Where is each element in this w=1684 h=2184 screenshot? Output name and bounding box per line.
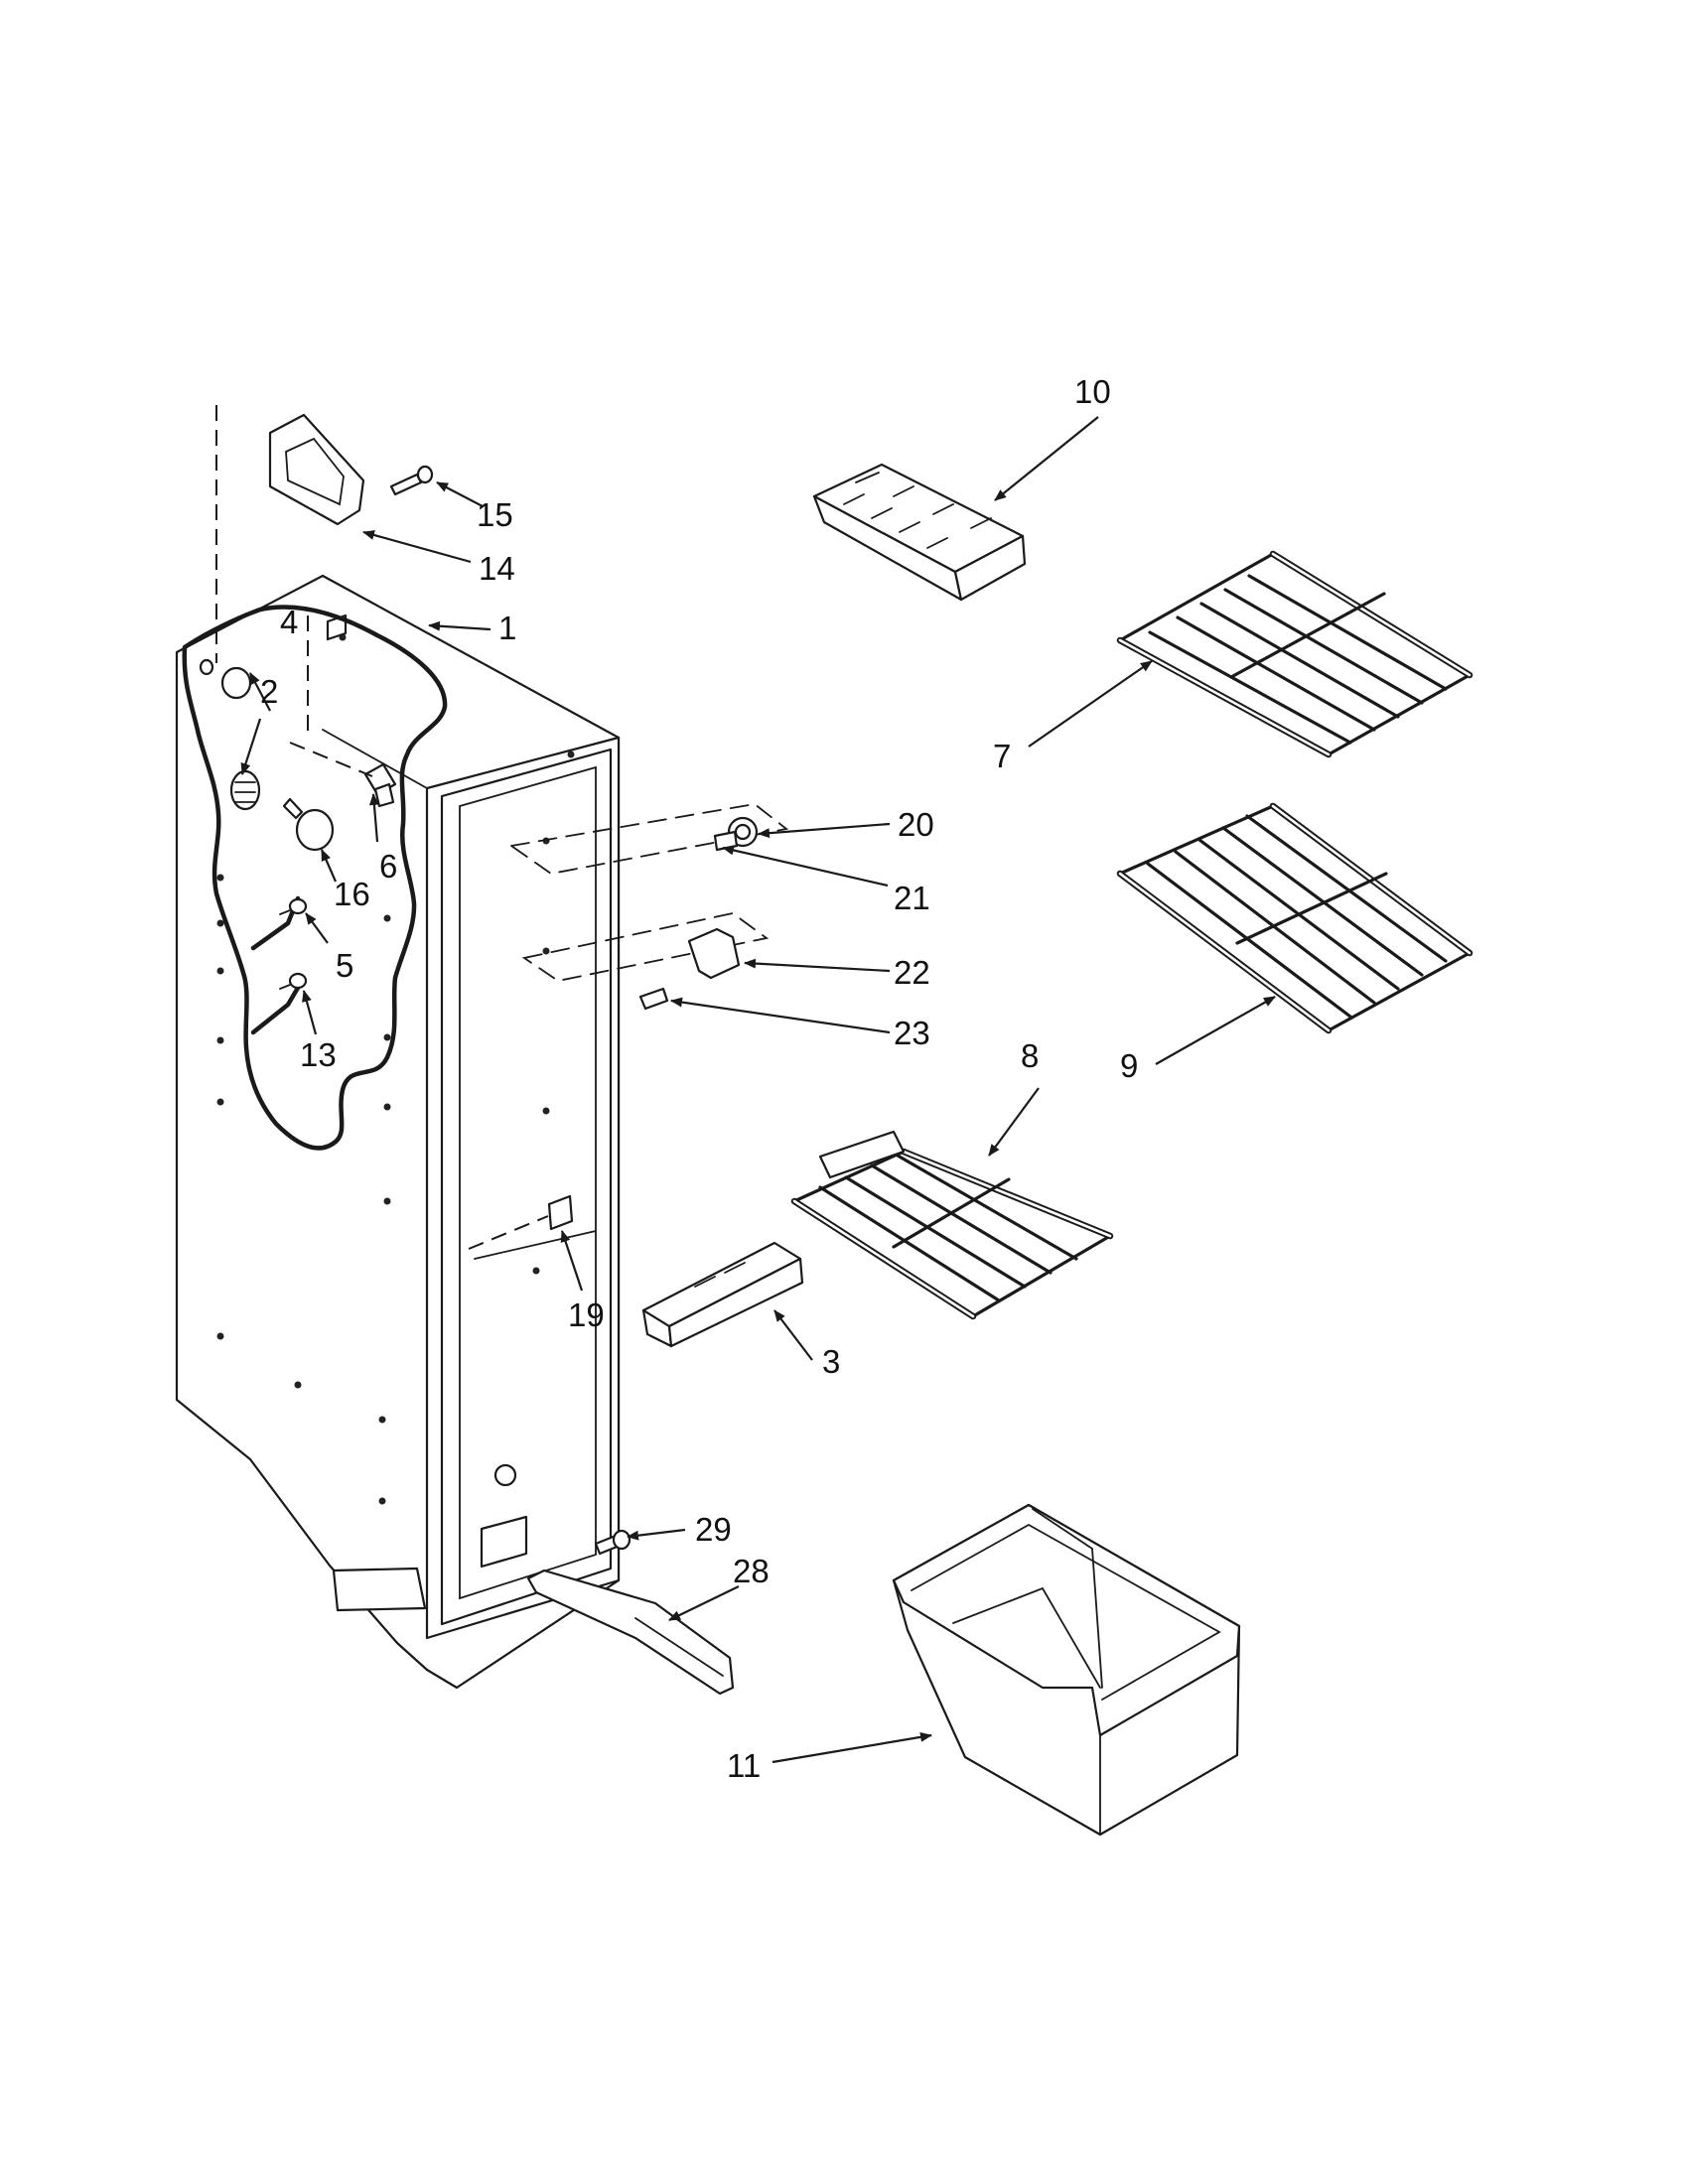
callout-leaders bbox=[240, 416, 1276, 1764]
part-2-lamp-socket bbox=[229, 769, 261, 811]
callout-22: 22 bbox=[894, 954, 930, 991]
callout-8: 8 bbox=[1021, 1037, 1039, 1074]
callout-19: 19 bbox=[568, 1297, 605, 1333]
part-28-trim bbox=[526, 1569, 735, 1696]
part-29-screw bbox=[594, 1529, 632, 1556]
part-7-wire-shelf bbox=[1116, 550, 1474, 758]
part-11-ice-bin bbox=[892, 1503, 1241, 1837]
part-20-21-stud-bumper bbox=[508, 803, 789, 875]
part-22-23-shelf-support bbox=[521, 912, 770, 1011]
callout-5: 5 bbox=[336, 947, 353, 984]
callout-21: 21 bbox=[894, 880, 930, 916]
part-3-rail bbox=[641, 1241, 804, 1348]
callout-7: 7 bbox=[993, 738, 1011, 774]
part-10-ice-tray bbox=[812, 463, 1027, 602]
mounting-holes bbox=[216, 633, 575, 1505]
callout-10: 10 bbox=[1074, 373, 1111, 410]
part-8-wire-shelf bbox=[790, 1130, 1114, 1320]
part-19-sensor bbox=[468, 1194, 574, 1250]
callout-11: 11 bbox=[727, 1747, 761, 1784]
part-16-bulb bbox=[282, 797, 335, 852]
part-9-wire-shelf bbox=[1116, 802, 1474, 1034]
callout-9: 9 bbox=[1120, 1047, 1138, 1084]
callout-15: 15 bbox=[477, 496, 513, 533]
part-6-light-switch bbox=[289, 742, 397, 808]
part-14-bracket bbox=[268, 413, 365, 526]
callout-3: 3 bbox=[822, 1343, 840, 1380]
callout-28: 28 bbox=[733, 1553, 770, 1589]
callout-16: 16 bbox=[334, 876, 370, 912]
callout-20: 20 bbox=[898, 806, 934, 843]
freezer-liner bbox=[175, 405, 621, 1690]
callout-29: 29 bbox=[695, 1511, 732, 1548]
callout-14: 14 bbox=[479, 550, 515, 587]
part-15-screw bbox=[389, 465, 434, 496]
callout-6: 6 bbox=[379, 848, 397, 885]
part-13-screw bbox=[279, 972, 308, 990]
wiring-harness bbox=[182, 605, 448, 1151]
callout-2: 2 bbox=[260, 673, 278, 710]
callout-labels: 1 2 3 4 5 6 7 8 9 10 11 13 14 15 16 19 2… bbox=[260, 373, 1138, 1784]
callout-23: 23 bbox=[894, 1015, 930, 1051]
part-5-screw bbox=[279, 897, 308, 915]
callout-4: 4 bbox=[280, 604, 298, 640]
callout-13: 13 bbox=[300, 1036, 337, 1073]
callout-1: 1 bbox=[498, 610, 516, 646]
